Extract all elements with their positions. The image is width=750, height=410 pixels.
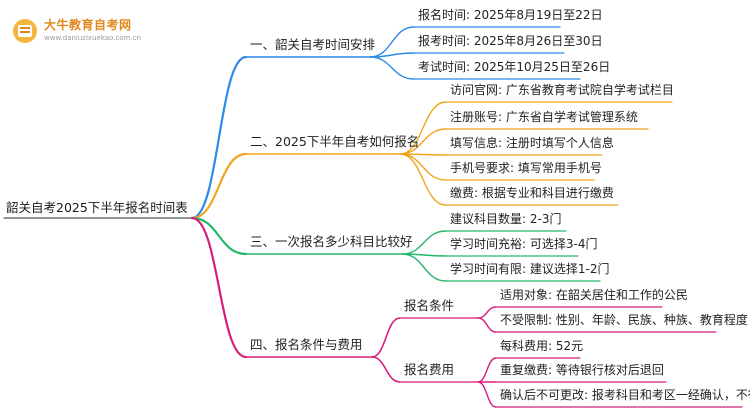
leaf-limited-time: 学习时间有限: 建议选择1-2门	[450, 262, 610, 276]
sub-conditions: 报名条件	[404, 298, 455, 313]
leaf-exam-time: 考试时间: 2025年10月25日至26日	[418, 60, 611, 74]
leaf-b0-connector-0	[369, 26, 415, 58]
site-logo: 大牛教育自考网 www.daniuzixuekao.com.cn	[8, 14, 158, 50]
leaf-s1-connector-0	[477, 357, 497, 383]
leaf-phone-requirement: 手机号要求: 填写常用手机号	[450, 161, 602, 175]
branch-connector-0	[190, 55, 248, 220]
leaf-suggested-count: 建议科目数量: 2-3门	[450, 212, 562, 226]
logo-url: www.daniuzixuekao.com.cn	[44, 34, 141, 42]
leaf-fill-info: 填写信息: 注册时填写个人信息	[450, 136, 614, 150]
leaf-no-restriction: 不受限制: 性别、年龄、民族、种族、教育程度	[500, 313, 748, 327]
leaf-visit-site: 访问官网: 广东省教育考试院自学考试栏目	[450, 83, 674, 97]
leaf-b1-connector-0	[399, 101, 447, 155]
branch-conditions-fees: 四、报名条件与费用	[250, 337, 363, 352]
branch-connector-1	[190, 152, 248, 220]
leaf-ample-time: 学习时间充裕: 可选择3-4门	[450, 237, 598, 251]
leaf-b0-connector-1	[369, 52, 415, 58]
leaf-b1-connector-4	[399, 153, 447, 206]
sub-connector-0	[371, 317, 401, 358]
leaf-register-account: 注册账号: 广东省自学考试管理系统	[450, 110, 638, 124]
branch-how-to-register: 二、2025下半年自考如何报名	[250, 134, 420, 149]
leaf-eligible: 适用对象: 在韶关居住和工作的公民	[500, 288, 688, 302]
leaf-b1-connector-3	[399, 153, 447, 181]
leaf-s0-connector-0	[477, 306, 497, 319]
leaf-duplicate-payment: 重复缴费: 等待银行核对后退回	[500, 363, 664, 377]
branch-schedule: 一、韶关自考时间安排	[250, 37, 376, 52]
leaf-b2-connector-2	[401, 253, 447, 282]
leaf-s1-connector-2	[477, 381, 497, 408]
leaf-fee-per-subject: 每科费用: 52元	[500, 339, 584, 353]
branch-connector-3	[190, 216, 248, 359]
leaf-apply-time: 报考时间: 2025年8月26日至30日	[418, 34, 603, 48]
branch-subject-count: 三、一次报名多少科目比较好	[250, 234, 413, 249]
leaf-payment: 缴费: 根据专业和科目进行缴费	[450, 186, 614, 200]
book-logo-icon	[13, 19, 37, 43]
branch-connector-2	[190, 216, 248, 256]
root-topic: 韶关自考2025下半年报名时间表	[6, 200, 188, 215]
leaf-s0-connector-1	[477, 317, 497, 333]
sub-connector-1	[371, 356, 401, 383]
leaf-signup-time: 报名时间: 2025年8月19日至22日	[418, 8, 603, 22]
leaf-b0-connector-2	[369, 56, 415, 80]
logo-name: 大牛教育自考网	[44, 18, 132, 32]
leaf-no-change: 确认后不可更改: 报考科目和考区一经确认，不得更改	[500, 388, 750, 402]
leaf-b1-connector-1	[399, 128, 447, 155]
sub-fees: 报名费用	[404, 362, 455, 377]
leaf-b2-connector-0	[401, 230, 447, 255]
